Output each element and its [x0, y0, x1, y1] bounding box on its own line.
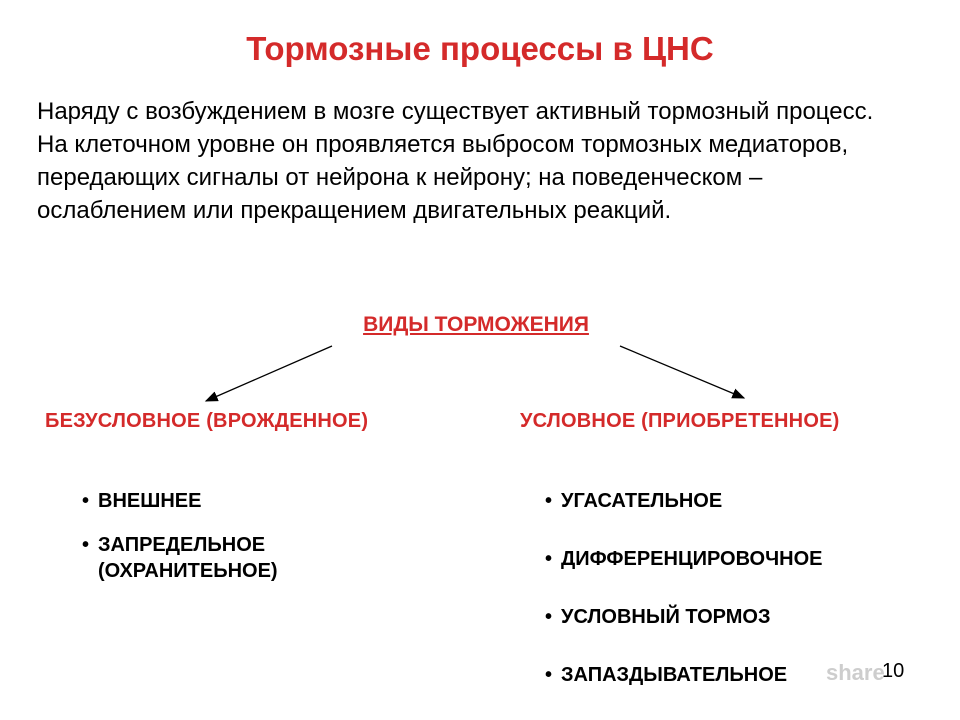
list-item: ЗАПАЗДЫВАТЕЛЬНОЕ	[545, 662, 905, 688]
types-heading: ВИДЫ ТОРМОЖЕНИЯ	[363, 313, 589, 336]
list-item: ВНЕШНЕЕ	[82, 488, 372, 514]
intro-paragraph-1: Наряду с возбуждением в мозге существует…	[37, 98, 874, 125]
left-branch-list: ВНЕШНЕЕ ЗАПРЕДЕЛЬНОЕ (ОХРАНИТЕЬНОЕ)	[82, 488, 372, 584]
right-branch-list: УГАСАТЕЛЬНОЕ ДИФФЕРЕНЦИРОВОЧНОЕ УСЛОВНЫЙ…	[545, 488, 905, 720]
list-item: УГАСАТЕЛЬНОЕ	[545, 488, 905, 514]
arrow-right	[619, 345, 746, 399]
list-item: ЗАПРЕДЕЛЬНОЕ (ОХРАНИТЕЬНОЕ)	[82, 532, 372, 584]
right-branch-label: УСЛОВНОЕ (ПРИОБРЕТЕННОЕ)	[520, 410, 840, 432]
list-item: УСЛОВНЫЙ ТОРМОЗ	[545, 604, 905, 630]
intro-text: Наряду с возбуждением в мозге существует…	[37, 95, 897, 227]
list-item: ДИФФЕРЕНЦИРОВОЧНОЕ	[545, 546, 905, 572]
intro-paragraph-2: На клеточном уровне он проявляется выбро…	[37, 131, 849, 224]
slide-title: Тормозные процессы в ЦНС	[246, 30, 714, 67]
left-branch-label: БЕЗУСЛОВНОЕ (ВРОЖДЕННОЕ)	[45, 410, 369, 432]
arrow-left	[204, 345, 333, 402]
page-number: 10	[882, 660, 905, 682]
watermark-logo: share	[826, 660, 885, 685]
